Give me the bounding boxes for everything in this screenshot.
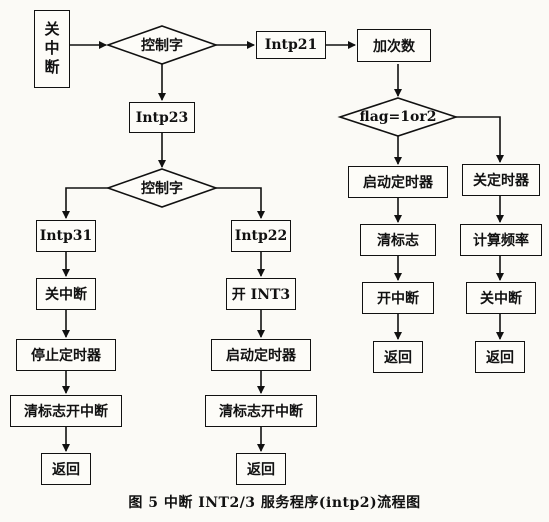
arrow-flag-to-closetimer [456,116,504,163]
intp21-box: Intp21 [256,31,326,59]
figure-caption: 图 5 中断 INT2/3 服务程序(intp2)流程图 [128,495,421,511]
open-int3-box: 开 INT3 [226,278,296,310]
close-timer-box: 关定时器 [462,164,540,196]
intp31-box: Intp31 [36,220,96,252]
stop-timer-box: 停止定时器 [16,339,116,371]
flag-check-label: flag=1or2 [359,109,437,125]
close-interrupt-31-box: 关中断 [36,278,96,310]
start-timer-22-box: 启动定时器 [211,339,311,371]
return-22-box: 返回 [236,453,286,485]
start-timer-flag-box: 启动定时器 [348,166,448,198]
intp22-box: Intp22 [231,220,291,252]
intp23-box: Intp23 [129,102,195,133]
start-close-interrupt-box: 关中断 [34,10,70,88]
clear-flag-box: 清标志 [360,224,436,256]
clear-flag-open-interrupt-31-box: 清标志开中断 [10,395,122,427]
calc-frequency-box: 计算频率 [460,224,542,256]
add-count-box: 加次数 [357,29,431,62]
clear-flag-open-interrupt-22-box: 清标志开中断 [205,395,317,427]
return-f2-box: 返回 [475,341,525,373]
control-word-1-label: 控制字 [141,38,183,54]
control-word-2-label: 控制字 [141,181,183,197]
decision-diamond-control-word-2 [105,168,219,208]
return-31-box: 返回 [41,453,91,485]
close-interrupt-f2-box: 关中断 [466,282,536,314]
arrow-control2-to-intp31 [62,187,108,219]
open-interrupt-flag-box: 开中断 [362,282,434,314]
return-flag-box: 返回 [373,341,423,373]
arrow-control2-to-intp22 [216,187,265,219]
